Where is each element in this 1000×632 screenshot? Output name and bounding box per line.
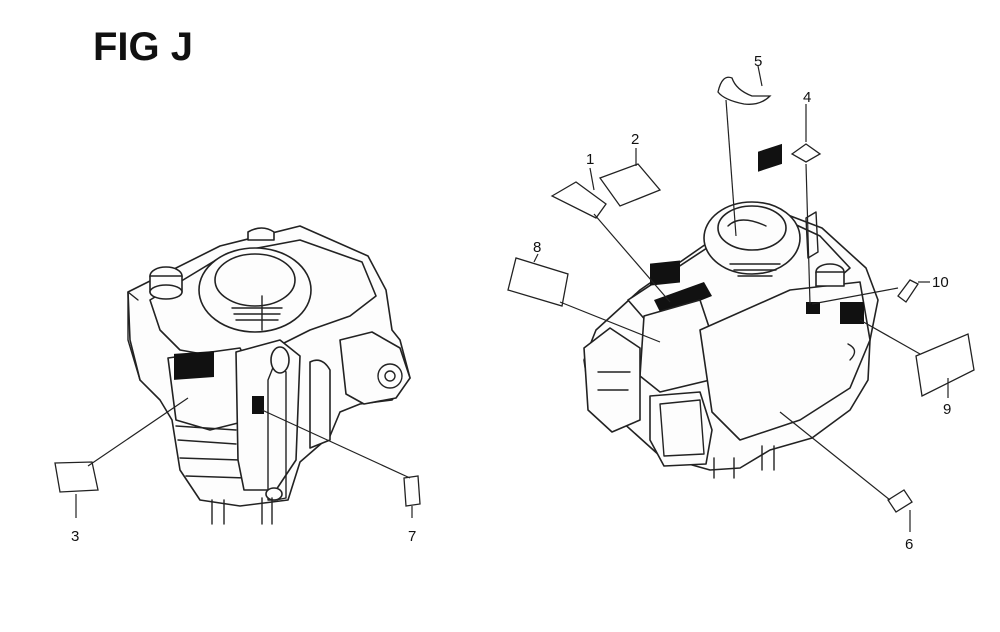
leader-4 <box>805 163 811 305</box>
figure-title: FIG J <box>93 25 193 69</box>
leader-5 <box>725 99 737 237</box>
decal-9 <box>915 333 975 397</box>
engine-left-illustration <box>127 225 411 525</box>
decal-7 <box>403 475 421 507</box>
leader-9 <box>859 319 921 355</box>
callout-8: 8 <box>533 239 541 256</box>
decal-3 <box>54 461 99 493</box>
decal-1 <box>550 181 607 219</box>
leader-3 <box>87 397 189 467</box>
leader-1 <box>593 213 671 303</box>
leader-5-a <box>757 65 763 87</box>
callout-1: 1 <box>586 151 594 168</box>
leader-10 <box>811 287 899 305</box>
callout-2: 2 <box>631 131 639 148</box>
decal-8 <box>507 257 569 307</box>
callout-5: 5 <box>754 53 762 70</box>
decal-4 <box>790 143 822 163</box>
decal-2 <box>598 163 662 207</box>
callout-9: 9 <box>943 401 951 418</box>
leader-7 <box>261 409 411 479</box>
callout-10: 10 <box>932 274 949 291</box>
callout-4: 4 <box>803 89 811 106</box>
decal-10 <box>897 279 919 303</box>
decal-5 <box>717 76 772 105</box>
leader-1-a <box>589 167 595 191</box>
callout-7: 7 <box>408 528 416 545</box>
callout-3: 3 <box>71 528 79 545</box>
callout-6: 6 <box>905 536 913 553</box>
engine-right-illustration <box>583 143 879 479</box>
leader-8 <box>559 301 661 343</box>
decal-6 <box>887 489 913 513</box>
leader-8-a <box>533 253 539 263</box>
leader-6 <box>779 411 891 501</box>
